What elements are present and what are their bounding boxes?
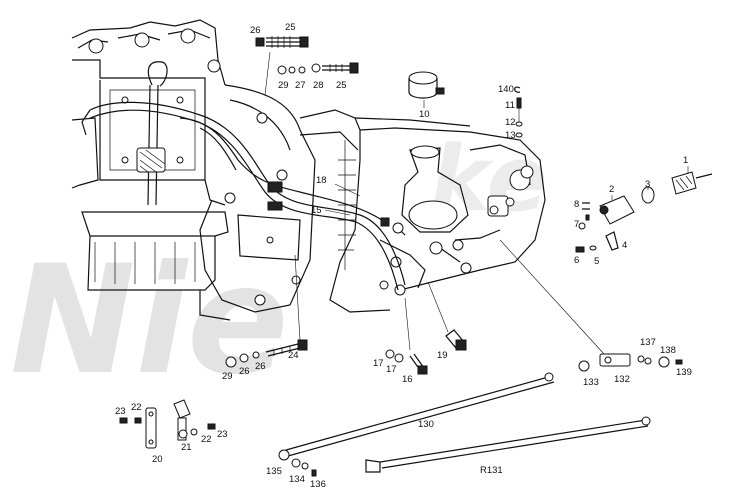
label-part-131: R131	[480, 465, 503, 476]
label-part-25b: 25	[336, 80, 347, 91]
label-part-5: 5	[594, 256, 599, 267]
parts-11-13	[514, 86, 523, 138]
label-part-18: 18	[316, 175, 327, 186]
linkage-rods	[278, 239, 683, 477]
label-part-29a: 29	[278, 80, 289, 91]
part-10-switch	[408, 71, 445, 108]
label-part-12: 12	[505, 117, 516, 128]
label-part-16: 16	[402, 374, 413, 385]
label-part-8: 8	[574, 199, 579, 210]
label-part-134: 134	[289, 474, 305, 485]
label-part-4: 4	[622, 240, 627, 251]
parts-20-23	[119, 399, 216, 449]
label-part-22b: 22	[201, 434, 212, 445]
label-part-23b: 23	[217, 429, 228, 440]
label-part-132: 132	[614, 374, 630, 385]
bolts-upper	[255, 36, 359, 96]
label-part-139: 139	[676, 367, 692, 378]
watermark-text: Nie	[10, 234, 289, 408]
part-labels: 1 2 3 4 5 6 7 8 10 11 12 13 140 15 18 16…	[115, 22, 692, 490]
label-part-2: 2	[609, 184, 614, 195]
label-part-11: 11	[505, 100, 515, 111]
label-part-27: 27	[295, 80, 306, 91]
parts-16-19	[385, 281, 467, 375]
gearbox	[299, 109, 546, 313]
label-part-140: 140	[498, 84, 514, 95]
leader-lines	[324, 166, 689, 216]
label-part-26a: 26	[250, 25, 261, 36]
label-part-15: 15	[311, 205, 322, 216]
label-part-28: 28	[313, 80, 324, 91]
label-part-19: 19	[437, 350, 448, 361]
brake-lines	[81, 101, 406, 291]
label-part-135: 135	[266, 466, 282, 477]
label-part-24: 24	[288, 350, 299, 361]
bolts-lower	[225, 254, 308, 368]
label-part-130: 130	[418, 419, 434, 430]
label-part-17b: 17	[386, 364, 397, 375]
label-part-29b: 29	[222, 371, 233, 382]
label-part-6: 6	[574, 255, 579, 266]
label-part-3: 3	[645, 179, 650, 190]
label-part-7: 7	[574, 219, 579, 230]
label-part-10: 10	[419, 109, 430, 120]
label-part-26b: 26	[239, 366, 250, 377]
label-part-13: 13	[505, 130, 516, 141]
label-part-21: 21	[181, 442, 192, 453]
label-part-17a: 17	[373, 358, 384, 369]
label-part-133: 133	[583, 377, 599, 388]
engine-block	[71, 19, 231, 321]
label-part-138: 138	[660, 345, 676, 356]
label-part-22a: 22	[131, 402, 142, 413]
label-part-1: 1	[683, 155, 688, 166]
label-part-23a: 23	[115, 406, 126, 417]
bell-housing	[199, 84, 316, 313]
parts-1-9	[575, 171, 713, 253]
label-part-25a: 25	[285, 22, 296, 33]
label-part-20: 20	[152, 454, 163, 465]
label-part-136: 136	[310, 479, 326, 490]
label-part-26c: 26	[255, 361, 266, 372]
label-part-137: 137	[640, 337, 656, 348]
